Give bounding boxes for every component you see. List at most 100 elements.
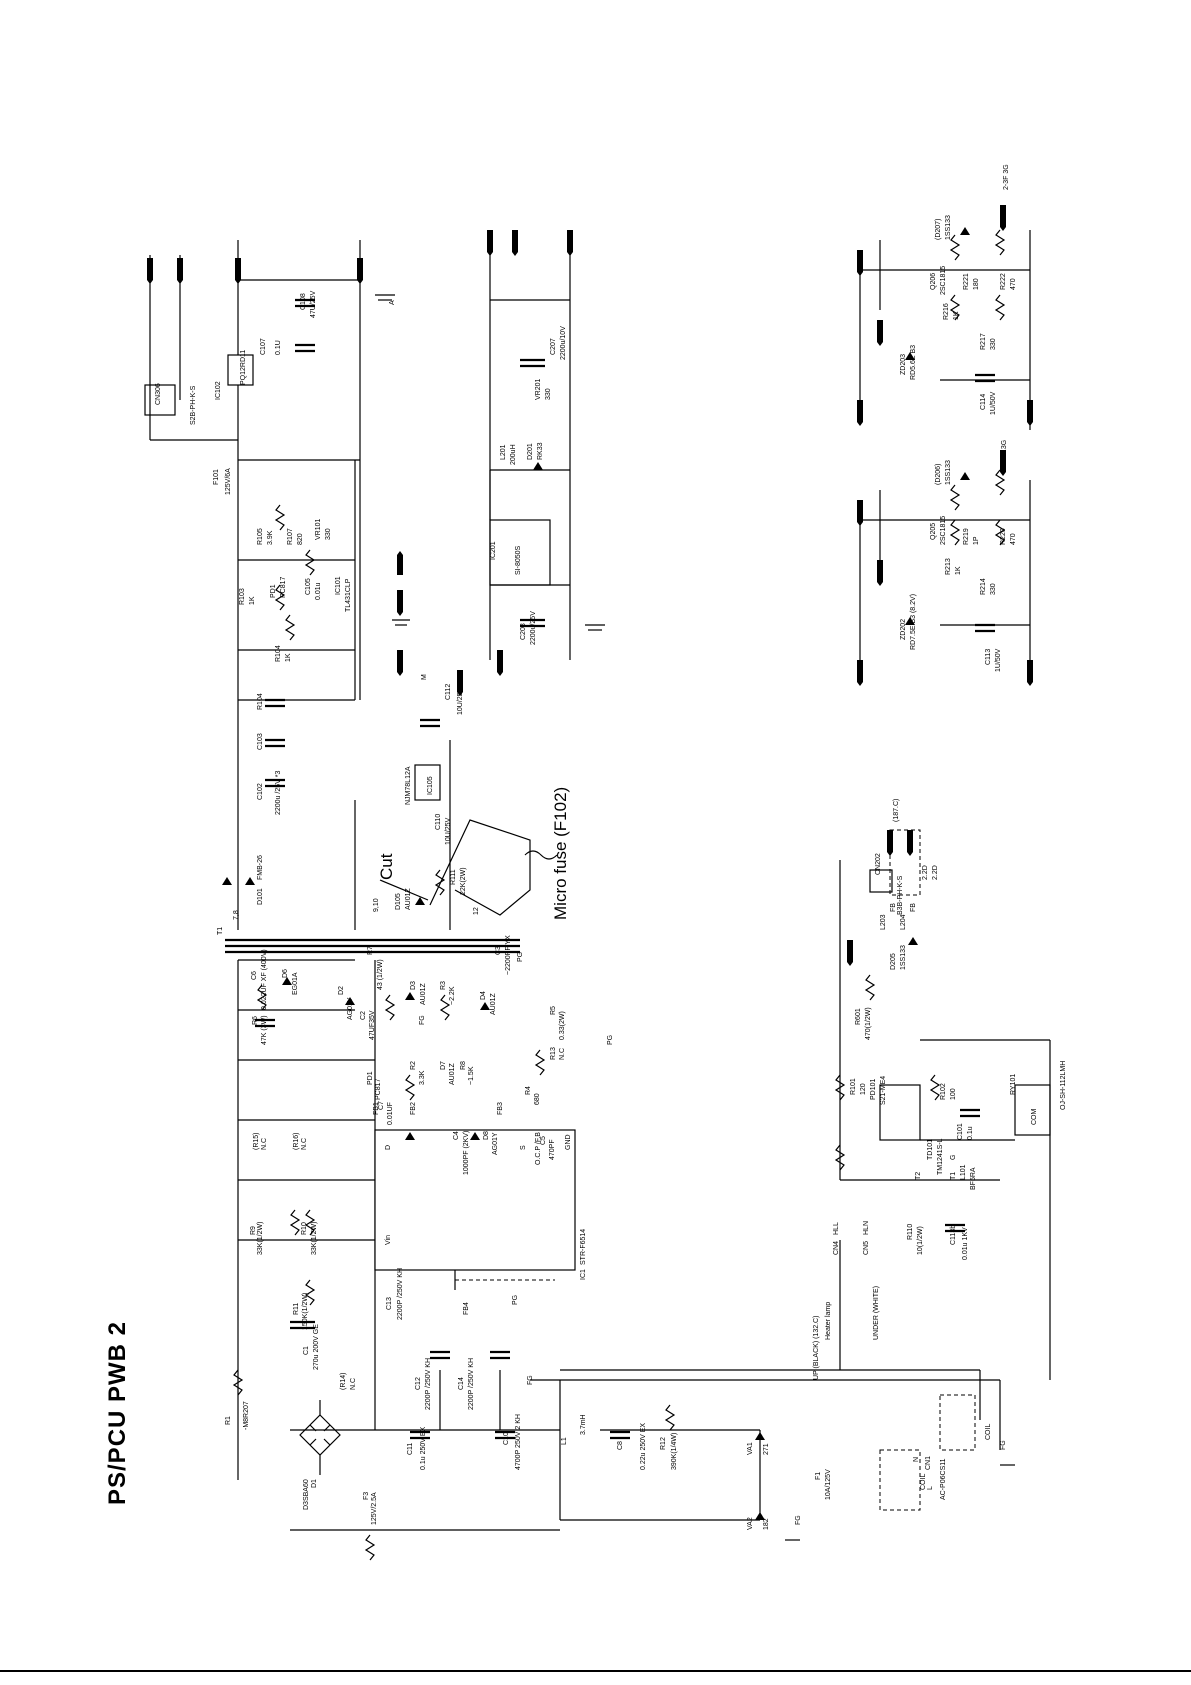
val-r2: 3.3K bbox=[419, 1070, 426, 1085]
val-c101: 0.1u bbox=[967, 1126, 974, 1140]
ref-l101: L101 bbox=[960, 1164, 967, 1180]
val-r5: 0.33(2W) bbox=[559, 1011, 566, 1040]
val-ic105: NJM78L12A bbox=[405, 766, 412, 805]
transformer-t1 bbox=[225, 240, 520, 954]
ref-r6: R6 bbox=[252, 1016, 259, 1025]
ref-ry101: RY101 bbox=[1010, 1074, 1017, 1095]
ref-d2: D2 bbox=[338, 986, 345, 995]
ref-va2: VA2 bbox=[747, 1517, 754, 1530]
val-r219: 1P bbox=[973, 536, 980, 545]
ref-l204: L204 bbox=[900, 914, 907, 930]
t2-label: T2 bbox=[915, 1172, 922, 1180]
ref-ic201: IC201 bbox=[490, 541, 497, 560]
val-cn5: HLN bbox=[863, 1221, 870, 1235]
ref-f1: F1 bbox=[815, 1472, 822, 1480]
val-l203: FB bbox=[890, 903, 897, 912]
net-2-2d-a: 2.2D bbox=[922, 865, 929, 880]
ref-c4: C4 bbox=[453, 1131, 460, 1140]
val-r10: 33K(1/2W) bbox=[311, 1222, 318, 1255]
ref-zd202: ZD202 bbox=[900, 619, 907, 640]
val-d105: AU01Z bbox=[405, 887, 412, 910]
pg-label-1: PG bbox=[517, 952, 524, 962]
val-c112: 10U/25V bbox=[457, 687, 464, 715]
labels: D1 D3SBA60 F3 125V/2.5A R1 -M8R207 C11 0… bbox=[155, 164, 1067, 1530]
ref-cn5: CN5 bbox=[863, 1241, 870, 1255]
val-cn1: AC-P06CS11 bbox=[940, 1458, 947, 1500]
fb4-label: FB4 bbox=[463, 1302, 470, 1315]
val-d1: D3SBA60 bbox=[303, 1479, 310, 1510]
ref-d3: D3 bbox=[410, 981, 417, 990]
ground-symbols bbox=[375, 294, 1015, 1541]
val-zd203: RD5.6E B3 bbox=[910, 345, 917, 380]
heater-up-label: UP (BLACK) (132.C) bbox=[813, 1316, 820, 1380]
val-d206: 1SS133 bbox=[945, 460, 952, 485]
val-c113b: 0.01u 1KV bbox=[962, 1227, 969, 1260]
cut-annotation: Cut bbox=[377, 853, 396, 880]
ref-c105: C105 bbox=[305, 578, 312, 595]
val-r213: 1K bbox=[955, 566, 962, 575]
val-d7: AU01Z bbox=[449, 1062, 456, 1085]
val-r104: 1K bbox=[285, 653, 292, 662]
ref-l1: L1 bbox=[561, 1437, 568, 1445]
val-d6: EG01A bbox=[292, 972, 299, 995]
ref-l203: L203 bbox=[880, 914, 887, 930]
val-d205: 1SS133 bbox=[900, 945, 907, 970]
fg-label-4: FG bbox=[1000, 1440, 1007, 1450]
pg-label-3: PG bbox=[512, 1295, 519, 1305]
ref-ic105: IC105 bbox=[427, 776, 434, 795]
ref-q205: Q205 bbox=[930, 523, 937, 540]
ref-f3: F3 bbox=[363, 1492, 370, 1500]
val-r220: 470 bbox=[1010, 533, 1017, 545]
val-c7: 0.01UF bbox=[387, 1102, 394, 1125]
val-l204: FB bbox=[910, 903, 917, 912]
val-r11: 150K(1/2W) bbox=[302, 1293, 309, 1330]
ref-r220: R220 bbox=[1000, 528, 1007, 545]
ref-r10: R10 bbox=[301, 1222, 308, 1235]
ref-va1: VA1 bbox=[747, 1442, 754, 1455]
val-cn202: B3B-PH-K-S bbox=[897, 875, 904, 915]
val-c5: 470PF bbox=[549, 1139, 556, 1160]
val-c107: 0.1U bbox=[275, 340, 282, 355]
val-c6: 0.022UF XF (400V) bbox=[261, 949, 268, 1010]
ref-d7: D7 bbox=[440, 1061, 447, 1070]
val-r9: 33K(1/2W) bbox=[257, 1222, 264, 1255]
ref-ic1: IC1 bbox=[580, 1269, 587, 1280]
val-r4: 680 bbox=[534, 1093, 541, 1105]
val-r217: 330 bbox=[990, 338, 997, 350]
ref-r217: R217 bbox=[980, 333, 987, 350]
val-c8: 0.22u 250V EX bbox=[640, 1423, 647, 1470]
val-r13: N.C bbox=[559, 1048, 566, 1060]
ref-d205: D205 bbox=[890, 953, 897, 970]
ref-r101: R101 bbox=[850, 1078, 857, 1095]
val-c110: 10U/25V bbox=[445, 817, 452, 845]
val-c203: 2200u/25V bbox=[530, 611, 537, 645]
val-r601: 470(1/2W) bbox=[865, 1007, 872, 1040]
ref-d207: (D207) bbox=[935, 219, 942, 240]
heater-under-label: UNDER (WHITE) bbox=[873, 1286, 880, 1340]
ref-cn4: CN4 bbox=[833, 1241, 840, 1255]
ref-cn306: CN306 bbox=[155, 383, 162, 405]
val-r214: 330 bbox=[990, 583, 997, 595]
ref-c1: C1 bbox=[303, 1346, 310, 1355]
val-q205: 2SC1815 bbox=[940, 516, 947, 545]
ref-r104: R104 bbox=[275, 645, 282, 662]
ic1-box bbox=[374, 1129, 576, 1290]
ref-r12: R12 bbox=[660, 1437, 667, 1450]
ic-boxes bbox=[144, 354, 1051, 1141]
secondary-rails bbox=[149, 230, 1051, 1380]
resistor-symbols bbox=[232, 229, 1006, 1561]
ref-cn202: CN202 bbox=[875, 853, 882, 875]
val-va1: 271 bbox=[763, 1443, 770, 1455]
val-r12: 390K(1/4W) bbox=[671, 1433, 678, 1470]
val-ry101: OJ-SH-112LMH bbox=[1060, 1061, 1067, 1110]
val-c3: ~2200PF YX bbox=[505, 935, 512, 975]
ocp-label: O.C.P /F.B bbox=[535, 1132, 542, 1165]
ref-r5: R5 bbox=[550, 1006, 557, 1015]
val-ic201: SI-8050S bbox=[515, 545, 522, 575]
val-r6: 47K (3W) bbox=[261, 1015, 268, 1045]
coil-boxes bbox=[879, 829, 976, 1511]
gnd-label: GND bbox=[565, 1134, 572, 1150]
ref-r107: R107 bbox=[287, 528, 294, 545]
ref-c107: C107 bbox=[260, 338, 267, 355]
coil-label-1: COIL bbox=[920, 1474, 927, 1490]
